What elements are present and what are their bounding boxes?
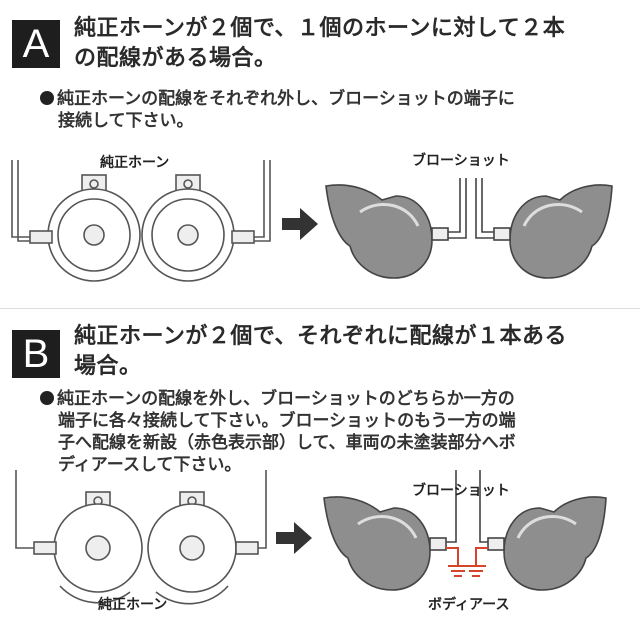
section-b-product-label: ブローショット: [412, 483, 510, 499]
section-b-blowshot-left: [323, 470, 457, 591]
section-b-instruction-line1: 純正ホーンの配線を外し、ブローショットのどちらか一方の: [40, 388, 515, 410]
section-a-blowshot-left: [325, 178, 467, 279]
section-a-stock-horn-left: [11, 160, 141, 282]
section-a-instruction-line2: 接続して下さい。: [58, 111, 194, 131]
section-b-stock-horn-label: 純正ホーン: [98, 597, 168, 613]
section-b-body-ground-label: ボディアース: [428, 597, 510, 613]
section-b-instruction-line3: 子へ配線を新設（赤色表示部）して、車両の未塗装部分へボ: [58, 433, 516, 453]
bullet-icon: [40, 391, 54, 405]
section-a-instruction-line1: 純正ホーンの配線をそれぞれ外し、ブローショットの端子に: [40, 88, 515, 110]
section-a-stock-horn-right: [141, 160, 271, 282]
section-b-stock-horn-left: [15, 470, 143, 604]
section-divider: [0, 308, 640, 309]
section-b-blowshot-right: [479, 470, 607, 591]
section-a-arrow-icon: [282, 208, 318, 240]
section-a-heading-line2: の配線がある場合。: [74, 46, 277, 71]
section-b-instruction-line2: 端子に各々接続して下さい。ブローショットのもう一方の端: [58, 411, 516, 431]
section-a-heading-line1: 純正ホーンが２個で、１個のホーンに対して２本: [74, 16, 566, 41]
section-b-heading-line2: 場合。: [74, 354, 142, 379]
section-b-arrow-icon: [276, 522, 312, 554]
section-a-product-label: ブローショット: [412, 153, 510, 169]
section-b-stock-horn-right: [147, 470, 267, 605]
section-b-heading-line1: 純正ホーンが２個で、それぞれに配線が１本ある: [74, 324, 568, 349]
section-a-instruction-text1: 純正ホーンの配線をそれぞれ外し、ブローショットの端子に: [57, 89, 515, 109]
section-a-badge: A: [12, 20, 60, 68]
bullet-icon: [40, 91, 54, 105]
section-b-instruction-line4: ディアースして下さい。: [58, 455, 242, 475]
body-ground-wiring: [446, 547, 488, 577]
section-a-blowshot-right: [475, 178, 613, 279]
section-b-badge: B: [12, 330, 60, 378]
section-a-stock-horn-label: 純正ホーン: [100, 155, 170, 171]
section-b-instruction-text1: 純正ホーンの配線を外し、ブローショットのどちらか一方の: [57, 389, 515, 409]
